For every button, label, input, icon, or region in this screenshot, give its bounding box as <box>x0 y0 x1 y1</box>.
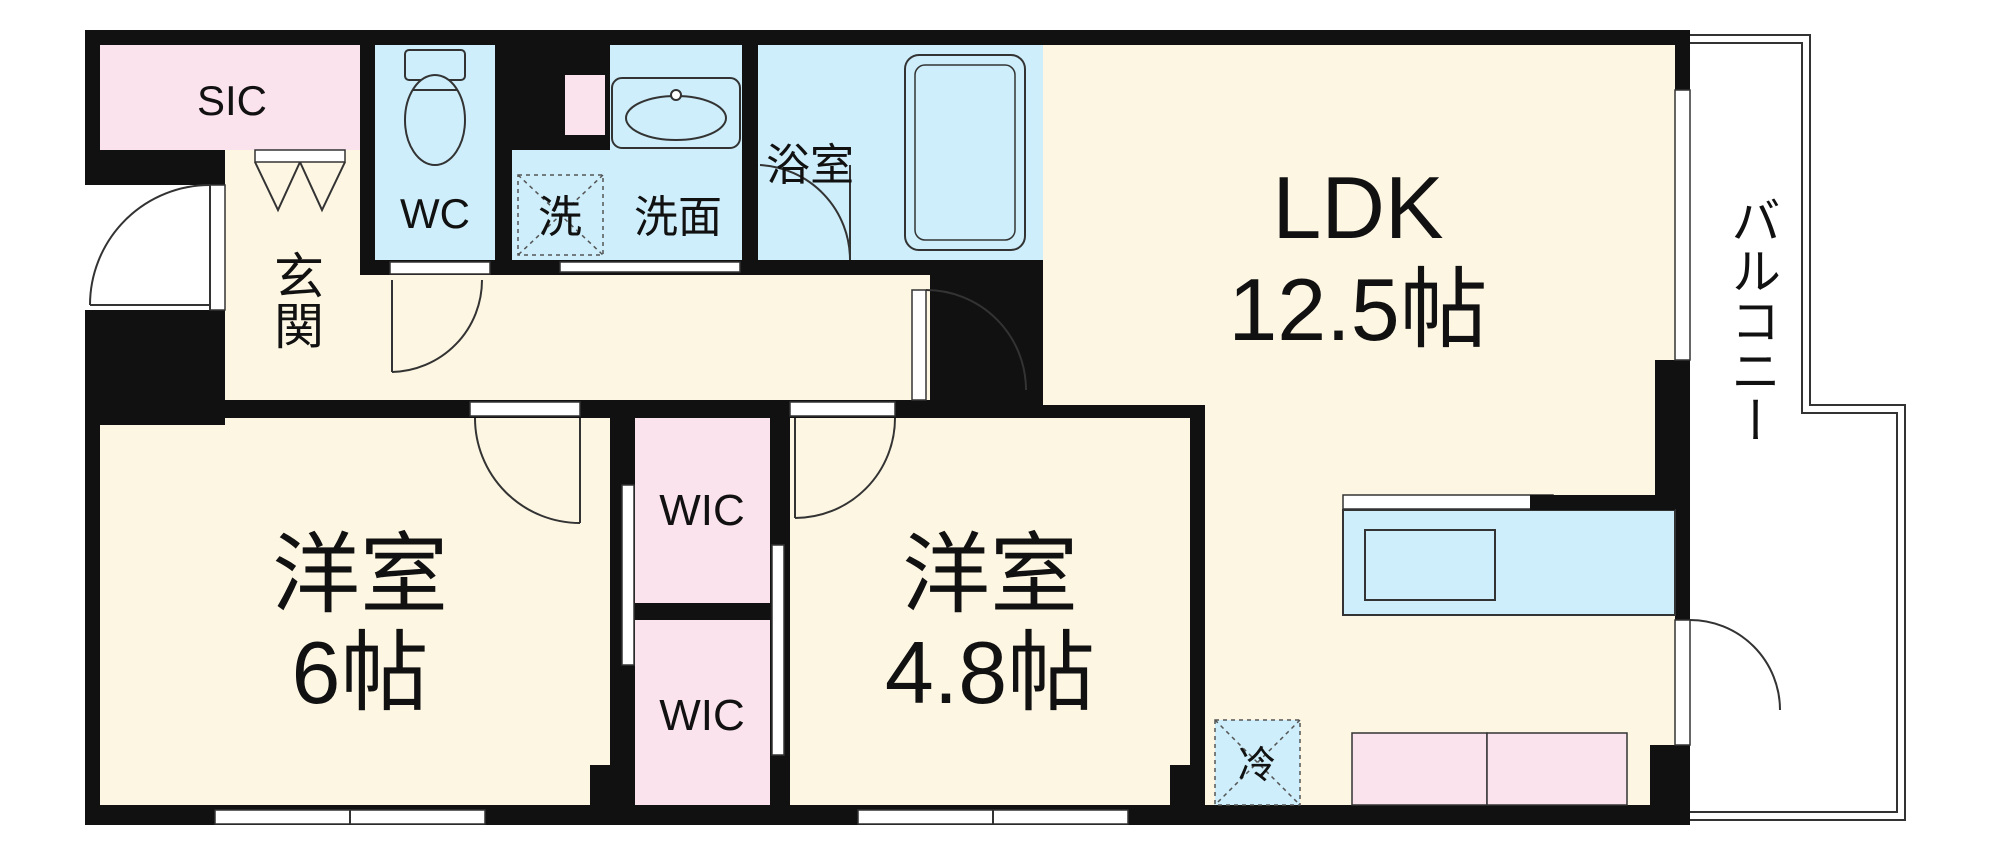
wall-column <box>1655 360 1675 500</box>
hall-floor <box>360 275 930 400</box>
ldk-window-upper <box>1674 89 1691 361</box>
ldk-size-label: 12.5帖 <box>1228 260 1487 359</box>
entrance-door <box>89 184 226 311</box>
bathtub-icon <box>904 54 1026 251</box>
room1-door-frame <box>469 401 581 417</box>
washroom-label: 洗面 <box>634 193 722 242</box>
room2-door-frame <box>789 401 896 417</box>
room2-size-label: 4.8帖 <box>885 623 1095 722</box>
toilet-icon <box>404 49 466 166</box>
room1-floor <box>100 418 610 805</box>
ldk-door <box>925 289 1027 391</box>
entrance-floor <box>225 150 360 400</box>
wall-column <box>1170 765 1205 825</box>
room1-door <box>474 417 581 524</box>
shoe-closet-doors <box>254 149 346 213</box>
wall-column <box>1650 745 1690 825</box>
sic-label: SIC <box>197 77 267 124</box>
wic-lower-floor <box>635 620 770 805</box>
ldk-window-lower <box>1674 619 1691 746</box>
room2-name-label: 洋室 <box>902 525 1078 624</box>
room1-name-label: 洋室 <box>272 525 448 624</box>
fridge-label: 冷 <box>1238 745 1276 787</box>
kitchen-sink-icon <box>1364 529 1496 601</box>
bath-door <box>759 164 852 261</box>
balcony-area <box>1690 34 1906 821</box>
wic-upper-label: WIC <box>659 486 745 535</box>
fridge-spot <box>1214 719 1301 806</box>
entrance-label: 玄関 <box>267 250 323 350</box>
wall-column <box>590 765 635 825</box>
balcony-door <box>1689 619 1781 711</box>
wic-upper-door <box>621 484 635 666</box>
wic-upper-floor <box>635 418 770 603</box>
kitchen-wall <box>1530 495 1675 510</box>
balcony-label: バルコニー <box>1724 195 1780 445</box>
washer-label: 洗 <box>538 193 582 242</box>
kitchen-counter-back <box>1342 494 1554 510</box>
wall-column <box>85 325 225 425</box>
sink-icon <box>611 77 741 149</box>
sic-floor <box>100 45 360 150</box>
wc-door-frame <box>389 261 491 275</box>
washroom-sliding-door <box>559 261 741 273</box>
ldk-door-frame <box>911 289 927 401</box>
wc-label: WC <box>400 190 470 237</box>
kitchen-cupboard <box>1486 732 1628 806</box>
wc-door <box>391 279 483 373</box>
ldk-floor <box>1043 45 1675 405</box>
storage-shelf <box>565 75 605 135</box>
room2-floor <box>790 418 1190 805</box>
bathtub-inner <box>914 64 1016 241</box>
wic-lower-label: WIC <box>659 691 745 740</box>
room1-size-label: 6帖 <box>292 623 429 722</box>
bath-label: 浴室 <box>766 141 854 190</box>
room2-door <box>794 417 896 519</box>
entrance-door-opening <box>85 185 225 310</box>
ldk-name-label: LDK <box>1272 158 1443 257</box>
kitchen-cupboard <box>1351 732 1488 806</box>
wic-lower-door <box>771 544 785 756</box>
